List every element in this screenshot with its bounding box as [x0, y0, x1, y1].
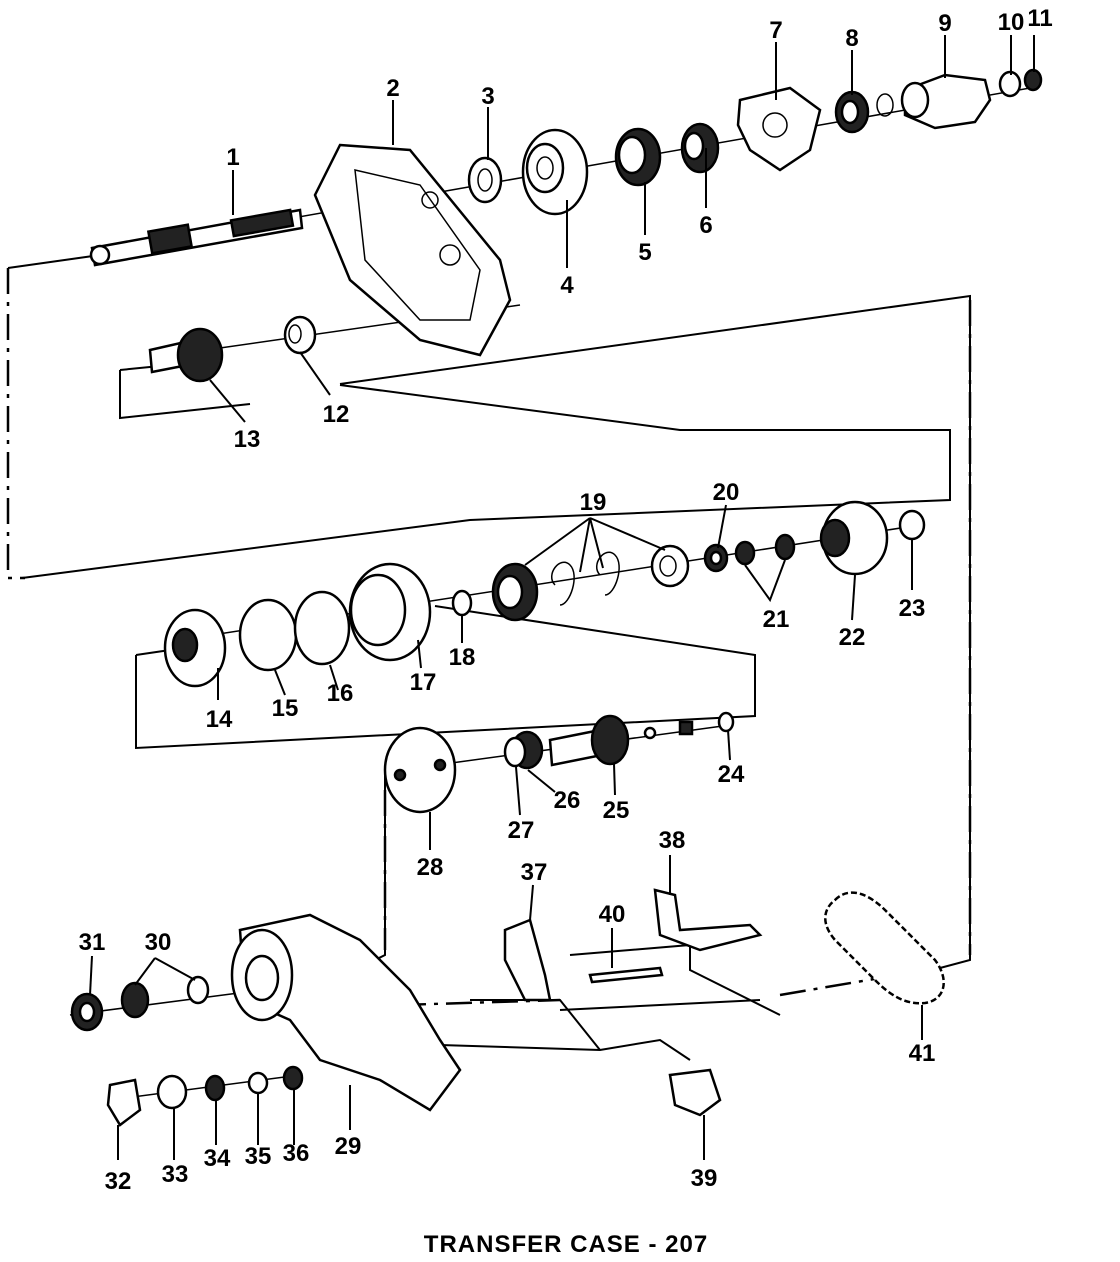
part-15-ring — [238, 598, 298, 672]
callout-5: 5 — [638, 239, 651, 266]
callout-20: 20 — [713, 479, 740, 506]
part-31-seal — [70, 992, 104, 1032]
part-25-output-gear — [548, 714, 630, 767]
callout-14: 14 — [206, 706, 233, 733]
callout-6: 6 — [699, 212, 712, 239]
callout-30: 30 — [145, 929, 172, 956]
part-33-seal — [156, 1074, 188, 1110]
part-17-annulus-gear — [348, 562, 432, 662]
part-20-washer — [703, 543, 729, 573]
part-24-clip — [717, 711, 735, 733]
part-7-pump-housing — [736, 86, 822, 172]
part-13-drive-gear — [148, 327, 224, 383]
callout-9: 9 — [938, 10, 951, 37]
part-34-bearing — [204, 1074, 226, 1102]
callout-38: 38 — [659, 827, 686, 854]
callout-34: 34 — [204, 1145, 231, 1172]
callout-33: 33 — [162, 1161, 189, 1188]
part-5-bearing — [614, 127, 662, 187]
callout-2: 2 — [386, 75, 399, 102]
callout-27: 27 — [508, 817, 535, 844]
part-9-companion-flange — [900, 73, 992, 130]
part-38-shift-fork — [653, 888, 763, 952]
diagram-title: TRANSFER CASE - 207 — [424, 1231, 708, 1258]
callout-numbers: 1 2 3 4 5 6 7 8 9 10 11 12 13 14 15 16 1… — [79, 5, 1053, 1195]
part-8-ring — [834, 90, 870, 134]
callout-11: 11 — [1027, 5, 1052, 32]
part-12-bearing — [283, 315, 317, 355]
callout-39: 39 — [691, 1165, 718, 1192]
part-21-clips — [734, 533, 796, 566]
part-30-bearings — [120, 975, 210, 1019]
part-39-lever — [668, 1068, 722, 1117]
callout-36: 36 — [283, 1140, 310, 1167]
callout-21: 21 — [763, 606, 790, 633]
small-pieces — [643, 720, 694, 740]
callout-13: 13 — [234, 426, 261, 453]
callout-41: 41 — [909, 1040, 936, 1067]
callout-15: 15 — [272, 695, 299, 722]
leader-lines — [89, 35, 1035, 1160]
callout-16: 16 — [327, 680, 354, 707]
snap-ring — [876, 93, 894, 117]
part-2-front-case — [313, 143, 512, 357]
part-3-seal — [467, 156, 503, 204]
part-16-snap-ring — [293, 590, 351, 666]
callout-8: 8 — [845, 25, 858, 52]
part-41-drive-chain — [824, 891, 945, 1005]
assembly-brackets — [6, 254, 972, 1061]
part-1-input-shaft — [89, 208, 304, 267]
callout-22: 22 — [839, 624, 866, 651]
callout-10: 10 — [998, 9, 1025, 36]
parts — [70, 68, 1043, 1127]
callout-29: 29 — [335, 1133, 362, 1160]
callout-17: 17 — [410, 669, 437, 696]
part-18-spacer — [451, 589, 473, 617]
callout-12: 12 — [323, 401, 350, 428]
callout-3: 3 — [481, 83, 494, 110]
part-37-shift-fork — [503, 918, 552, 1002]
part-6-gear — [680, 122, 720, 174]
callout-7: 7 — [769, 17, 782, 44]
callout-25: 25 — [603, 797, 630, 824]
callout-32: 32 — [105, 1168, 132, 1195]
callout-4: 4 — [560, 272, 574, 299]
part-19-bearing-set — [491, 544, 690, 622]
callout-35: 35 — [245, 1143, 272, 1170]
callout-23: 23 — [899, 595, 926, 622]
part-40-shift-rail — [588, 966, 664, 984]
part-11-nut — [1023, 68, 1043, 92]
callout-31: 31 — [79, 929, 106, 956]
part-27-ring — [503, 736, 527, 768]
part-10-washer — [998, 70, 1022, 98]
part-36-ring — [282, 1065, 304, 1091]
callout-1: 1 — [226, 144, 239, 171]
part-4-retainer — [521, 128, 589, 216]
callout-40: 40 — [599, 901, 626, 928]
part-32-yoke — [106, 1078, 142, 1127]
part-29-rear-case — [230, 913, 462, 1112]
callout-28: 28 — [417, 854, 444, 881]
part-28-plate — [383, 726, 457, 814]
callout-37: 37 — [521, 859, 548, 886]
part-23-snap-ring — [898, 509, 926, 541]
part-22-sprocket — [819, 500, 889, 576]
callout-26: 26 — [554, 787, 581, 814]
part-35-ring — [247, 1071, 269, 1095]
callout-24: 24 — [718, 761, 745, 788]
callout-18: 18 — [449, 644, 476, 671]
part-14-carrier — [163, 608, 227, 688]
callout-19: 19 — [580, 489, 607, 516]
